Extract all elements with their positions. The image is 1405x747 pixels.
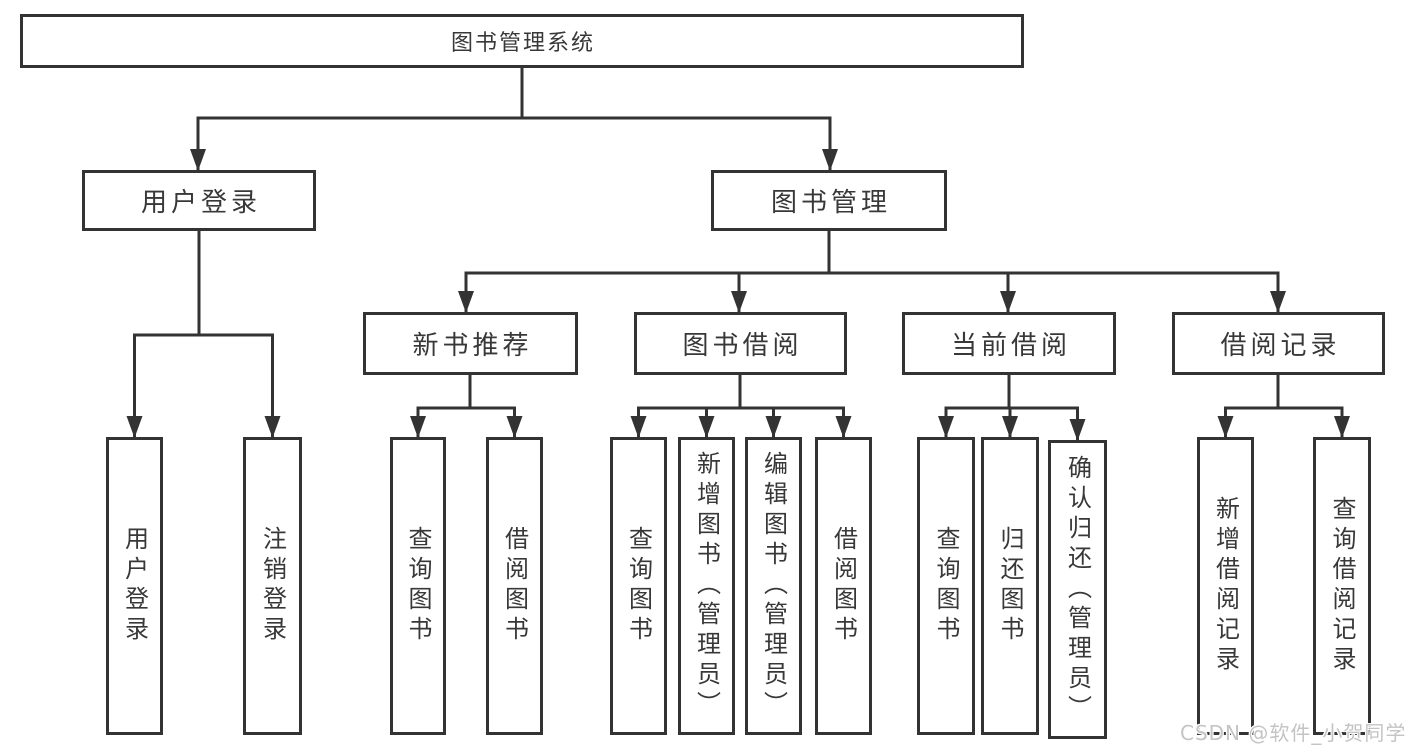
leaf-borrow-add-books-admin: 新增图书（管理员） xyxy=(678,437,735,735)
node-new-book-recommend: 新书推荐 xyxy=(363,312,578,375)
connector-book-management-to-level3 xyxy=(458,229,1286,313)
leaf-current-confirm-return-admin: 确认归还（管理员） xyxy=(1048,440,1107,739)
leaf-borrow-borrow-books: 借阅图书 xyxy=(815,437,872,735)
node-root: 图书管理系统 xyxy=(20,14,1024,68)
leaf-borrow-edit-books-admin: 编辑图书（管理员） xyxy=(745,437,802,735)
connector-borrow-records-to-leaves xyxy=(1217,373,1350,438)
node-book-management: 图书管理 xyxy=(711,170,947,231)
connector-book-borrow-to-leaves xyxy=(630,373,852,438)
node-book-borrow: 图书借阅 xyxy=(634,312,847,375)
leaf-borrow-query-books: 查询图书 xyxy=(610,437,667,735)
leaf-records-query-record: 查询借阅记录 xyxy=(1313,437,1371,735)
leaf-newbook-query-books: 查询图书 xyxy=(390,437,446,735)
connector-root-to-level2 xyxy=(190,66,838,171)
leaf-newbook-borrow-books: 借阅图书 xyxy=(486,437,543,735)
node-current-borrow: 当前借阅 xyxy=(902,312,1116,375)
leaf-records-add-record: 新增借阅记录 xyxy=(1197,437,1254,735)
connector-current-borrow-to-leaves xyxy=(938,373,1086,441)
leaf-user-login: 用户登录 xyxy=(106,437,163,735)
node-borrow-records: 借阅记录 xyxy=(1172,312,1385,375)
connector-user-login-to-leaves xyxy=(126,229,281,438)
leaf-current-query-books: 查询图书 xyxy=(917,437,975,735)
watermark-text: CSDN @软件_小贺同学 xyxy=(1180,721,1405,745)
leaf-current-return-books: 归还图书 xyxy=(981,437,1039,735)
connector-new-book-to-leaves xyxy=(410,373,523,438)
leaf-logout: 注销登录 xyxy=(243,437,302,735)
node-user-login: 用户登录 xyxy=(82,170,316,231)
